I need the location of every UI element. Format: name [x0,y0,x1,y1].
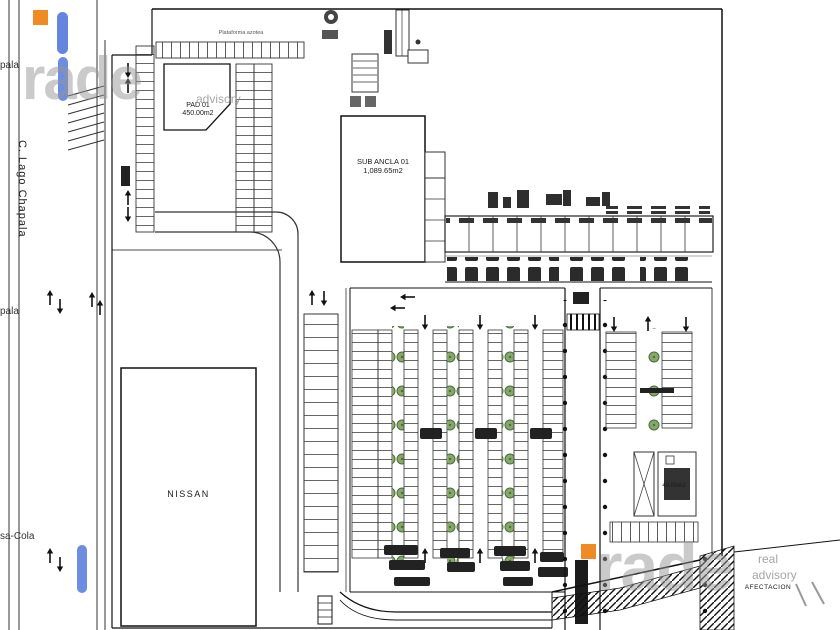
watermark-tagline: advisory [196,92,241,106]
street-fragment-top: pala [0,60,19,71]
ramp-structures [322,9,429,107]
watermark-orange-square-icon [581,544,596,559]
ladder-stall-strip [303,288,347,592]
parking-east [605,315,708,628]
nissan-lot [120,367,257,627]
parking-field [349,287,712,593]
watermark-brand: rade [596,529,734,605]
street-fragment-middle: pala [0,306,19,317]
afectacion-label: AFECTACION [744,584,792,591]
site-boundary [111,8,723,629]
service-area [633,451,697,517]
sub-ancla-building [340,115,446,263]
watermark-blue-bar-street-bottom [77,545,87,593]
loading-row [445,255,712,283]
crosswalk-hatch [67,85,105,151]
parked-cars [384,428,568,586]
street-name-label: C. Lago Chapala [16,140,28,238]
shops-strip [444,190,714,253]
south-edge [317,591,553,628]
parking-north [121,41,305,233]
watermark-tagline-real: real [758,552,779,566]
roof-note-label: Plataforma azotea [218,30,264,36]
rooftop-equipment [488,190,610,208]
street-fragment-bottom: sa-Cola [0,531,35,542]
watermark-blue-bar-street-top [58,57,68,101]
service-area-label: 40.00m2 [662,483,686,489]
access-corridor [155,211,299,592]
pad01-label: PAD 01 450.00m2 [160,102,236,118]
watermark-orange-square-icon [33,10,48,25]
pad01-building [163,63,231,131]
watermark-tagline-advisory: advisory [752,568,797,582]
watermark-blue-bar-icon [57,12,68,54]
sub-ancla-label: SUB ANCLA 01 1,089.65m2 [343,157,423,175]
sub-ancla-area: 1,089.65m2 [363,165,403,175]
sub-ancla-name: SUB ANCLA 01 [356,157,410,166]
nissan-label: NISSAN [167,489,210,499]
pad01-name: PAD 01 [186,102,210,109]
pad01-area: 450.00m2 [182,110,214,118]
entrance-hatch [551,539,840,630]
street-road [8,0,106,630]
watermark-brand: rade [22,45,143,112]
